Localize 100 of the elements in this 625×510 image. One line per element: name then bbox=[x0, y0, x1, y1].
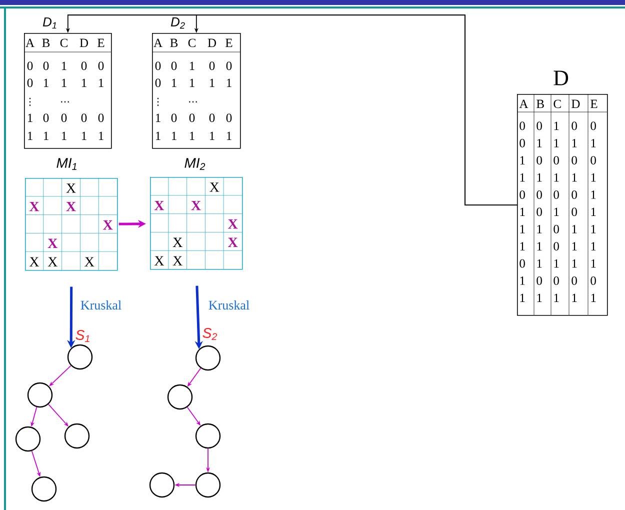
table-cell: 1 bbox=[554, 173, 559, 182]
table-cell: 1 bbox=[190, 132, 194, 140]
table-cell: ⋯ bbox=[189, 101, 197, 102]
table-cell: 0 bbox=[572, 190, 577, 199]
edge-label: Kruskal bbox=[80, 300, 122, 310]
table-cell: 0 bbox=[520, 138, 525, 148]
tree-label: S$_{2}$ bbox=[202, 328, 217, 340]
table-cell: 1 bbox=[98, 132, 104, 140]
matrix-mark: X bbox=[154, 201, 164, 210]
table-cell: 0 bbox=[554, 242, 559, 251]
table-cell: E bbox=[590, 100, 598, 108]
table-cell: 1 bbox=[520, 242, 525, 250]
edge-label: Kruskal bbox=[208, 300, 250, 310]
table-cell: 0 bbox=[520, 122, 525, 130]
matrix-mark: X bbox=[29, 202, 40, 212]
table-cell: 1 bbox=[537, 259, 542, 268]
table-cell: 1 bbox=[537, 242, 542, 250]
table-cell: 1 bbox=[520, 294, 525, 302]
table-cell: 0 bbox=[536, 276, 542, 285]
table-cell: 1 bbox=[210, 132, 214, 140]
table-title: D$_{1}$ bbox=[42, 17, 56, 29]
table-cell: A bbox=[154, 38, 162, 47]
table-cell: 1 bbox=[572, 173, 577, 182]
table-cell: C bbox=[60, 38, 68, 48]
table-cell: 1 bbox=[591, 138, 596, 148]
table-cell: 0 bbox=[81, 62, 87, 70]
tree-node bbox=[64, 423, 90, 449]
table-cell: 1 bbox=[28, 132, 32, 140]
table-cell: 1 bbox=[172, 78, 176, 87]
table-cell: 1 bbox=[190, 62, 194, 70]
table-cell: 1 bbox=[226, 132, 232, 140]
table-cell: 1 bbox=[62, 78, 66, 87]
table-cell: 0 bbox=[189, 114, 195, 122]
table-cell: 1 bbox=[537, 173, 542, 182]
table-cell: 0 bbox=[43, 114, 49, 122]
table-cell: 0 bbox=[155, 62, 161, 70]
table-cell: 0 bbox=[536, 190, 542, 199]
table-cell: 0 bbox=[155, 78, 161, 88]
table-cell: 1 bbox=[572, 259, 577, 268]
table-cell: 1 bbox=[520, 224, 525, 234]
table-cell: D bbox=[80, 38, 88, 48]
tree-node bbox=[149, 472, 175, 498]
table-cell: B bbox=[536, 100, 544, 108]
table-cell: 1 bbox=[156, 132, 160, 140]
table-cell: 0 bbox=[81, 114, 87, 122]
table-cell: 1 bbox=[82, 78, 86, 87]
table-cell: 1 bbox=[554, 259, 559, 268]
table-cell: 1 bbox=[537, 224, 542, 234]
table-cell: 1 bbox=[520, 156, 525, 164]
table-cell: 1 bbox=[554, 138, 559, 148]
table-cell: 1 bbox=[156, 114, 160, 122]
matrix-mark: X bbox=[172, 256, 182, 266]
table-cell: 1 bbox=[44, 78, 48, 87]
table-cell: 1 bbox=[591, 242, 596, 250]
table-cell: 1 bbox=[520, 208, 525, 216]
matrix-mark: X bbox=[66, 184, 76, 193]
tree-label: S$_{1}$ bbox=[76, 330, 90, 342]
table-cell: 0 bbox=[590, 122, 596, 130]
table-cell: 1 bbox=[572, 294, 577, 302]
table-cell: 0 bbox=[209, 62, 215, 70]
table-cell: 0 bbox=[27, 78, 33, 88]
tree-node bbox=[195, 472, 221, 498]
table-cell: 1 bbox=[572, 242, 577, 250]
grid-matrix bbox=[24, 158, 118, 271]
table-cell: 0 bbox=[536, 208, 542, 216]
table-cell: 1 bbox=[62, 62, 66, 70]
table-cell: 0 bbox=[98, 62, 104, 70]
table-title: D bbox=[554, 70, 568, 86]
table-cell: 0 bbox=[536, 122, 542, 130]
tree-node bbox=[15, 426, 41, 452]
matrix-mark: X bbox=[228, 238, 238, 247]
grid-matrix bbox=[150, 158, 243, 270]
table-cell: A bbox=[519, 100, 528, 108]
table-cell: 0 bbox=[520, 190, 525, 199]
table-cell: 1 bbox=[537, 294, 542, 302]
table-cell: 1 bbox=[172, 132, 176, 140]
table-cell: 0 bbox=[43, 62, 49, 70]
table-cell: C bbox=[554, 100, 561, 108]
table-cell: 0 bbox=[226, 114, 232, 122]
table-cell: 1 bbox=[520, 173, 525, 182]
table-cell: 0 bbox=[209, 114, 215, 122]
tree-node bbox=[195, 423, 221, 449]
table-cell: C bbox=[188, 38, 196, 48]
tree-node bbox=[195, 328, 221, 371]
table-cell: D bbox=[572, 100, 580, 108]
data-table bbox=[516, 70, 608, 316]
table-cell: 0 bbox=[554, 276, 559, 285]
tree-node bbox=[167, 384, 193, 410]
table-cell: 1 bbox=[28, 114, 32, 122]
matrix-mark: X bbox=[103, 220, 113, 230]
table-cell: 1 bbox=[554, 208, 559, 216]
matrix-title: MI$_{2}$ bbox=[184, 158, 206, 170]
table-cell: 1 bbox=[190, 78, 194, 87]
table-cell: 1 bbox=[554, 122, 559, 130]
table-cell: 1 bbox=[62, 132, 66, 140]
table-cell: ⋮ bbox=[158, 98, 159, 106]
table-cell: 0 bbox=[572, 276, 577, 285]
table-cell: 0 bbox=[572, 208, 577, 216]
matrix-mark: X bbox=[154, 256, 164, 266]
table-cell: 0 bbox=[554, 156, 559, 165]
